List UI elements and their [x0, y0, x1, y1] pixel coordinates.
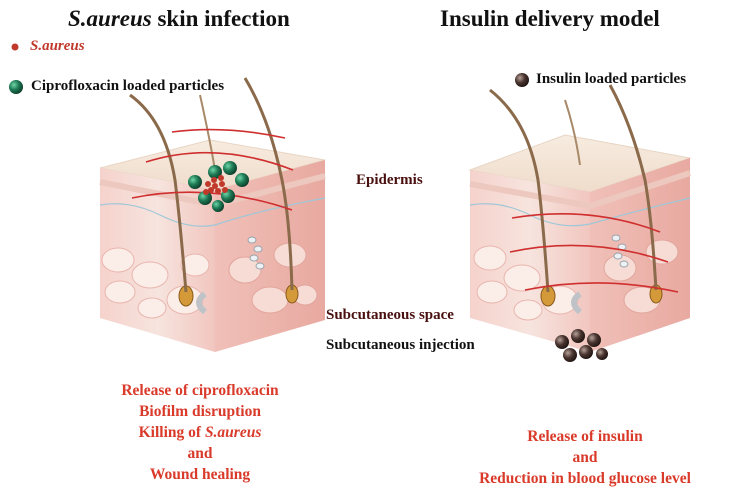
epidermis-label: Epidermis: [356, 172, 423, 189]
outcome-line: Wound healing: [90, 464, 310, 485]
cipro-legend-label: Ciprofloxacin loaded particles: [31, 78, 224, 95]
left-panel-title: S.aureus skin infection: [68, 6, 290, 32]
cipro-legend-particle: [9, 80, 23, 94]
outcome-line: and: [450, 447, 720, 468]
left-outcome-text: Release of ciprofloxacin Biofilm disrupt…: [90, 380, 310, 485]
insulin-legend-particle: [515, 73, 529, 87]
subcutaneous-injection-label: Subcutaneous injection: [326, 337, 475, 354]
outcome-line: Killing of S.aureus: [90, 422, 310, 443]
right-outcome-text: Release of insulin and Reduction in bloo…: [450, 426, 720, 489]
outcome-line: Release of insulin: [450, 426, 720, 447]
right-panel-title: Insulin delivery model: [440, 6, 660, 32]
insulin-legend-label: Insulin loaded particles: [536, 71, 686, 88]
left-skin-block: [100, 78, 325, 352]
outcome-line: Release of ciprofloxacin: [90, 380, 310, 401]
outcome-line: and: [90, 443, 310, 464]
outcome-line: Biofilm disruption: [90, 401, 310, 422]
right-skin-block: [470, 85, 690, 352]
subcutaneous-space-label: Subcutaneous space: [326, 307, 454, 324]
saureus-legend-dot: [12, 44, 19, 51]
saureus-legend-label: S.aureus: [30, 38, 85, 55]
outcome-line: Reduction in blood glucose level: [450, 468, 720, 489]
